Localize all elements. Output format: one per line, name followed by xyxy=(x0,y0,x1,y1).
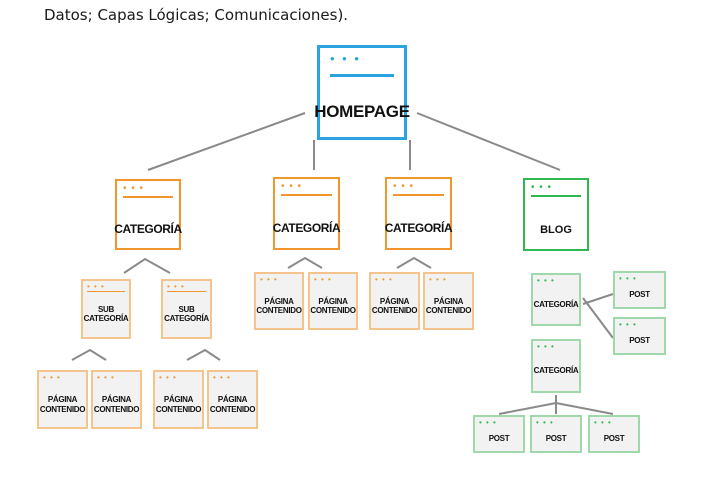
connector-cat1-subcats xyxy=(123,257,171,274)
node-label: CATEGORÍA xyxy=(533,366,579,376)
node-label: PÁGINA CONTENIDO xyxy=(209,395,256,414)
node-pagina-contenido: • • • PÁGINA CONTENIDO xyxy=(369,272,420,330)
node-label: BLOG xyxy=(540,224,572,237)
connector-cat3-pages xyxy=(396,256,432,269)
node-blog-categoria-1: • • • CATEGORÍA xyxy=(531,273,581,326)
connector-blogcat1-post2 xyxy=(582,297,614,339)
node-categoria-1: • • • CATEGORÍA xyxy=(114,179,182,250)
window-dots-icon: • • • xyxy=(393,181,415,192)
connector-blogcat2-post1 xyxy=(498,402,557,415)
window-dots-icon: • • • xyxy=(594,418,612,427)
node-pagina-contenido: • • • PÁGINA CONTENIDO xyxy=(423,272,474,330)
node-pagina-contenido: • • • PÁGINA CONTENIDO xyxy=(254,272,304,330)
connector-blogcat1-post1 xyxy=(582,293,614,305)
node-pagina-contenido: • • • PÁGINA CONTENIDO xyxy=(308,272,358,330)
node-label: POST xyxy=(629,336,650,346)
node-pagina-contenido: • • • PÁGINA CONTENIDO xyxy=(207,370,258,429)
node-categoria-2: • • • CATEGORÍA xyxy=(272,177,341,250)
node-label: POST xyxy=(545,434,567,444)
window-dots-icon: • • • xyxy=(213,373,231,382)
window-dots-icon: • • • xyxy=(260,275,278,284)
window-bar-icon xyxy=(330,74,394,77)
node-label: CATEGORÍA xyxy=(114,221,182,236)
window-bar-icon xyxy=(87,291,125,292)
window-dots-icon: • • • xyxy=(619,320,637,329)
connector-blogcat2-post3 xyxy=(555,402,614,415)
connector-home-cat1 xyxy=(147,112,306,171)
node-label: CATEGORÍA xyxy=(384,220,453,235)
node-blog-categoria-2: • • • CATEGORÍA xyxy=(531,339,581,393)
window-bar-icon xyxy=(167,291,206,292)
node-pagina-contenido: • • • PÁGINA CONTENIDO xyxy=(37,370,88,429)
node-label: PÁGINA CONTENIDO xyxy=(155,395,202,414)
node-subcategoria-2: • • • SUB CATEGORÍA xyxy=(161,279,212,339)
node-label: PÁGINA CONTENIDO xyxy=(93,395,140,414)
node-label: PÁGINA CONTENIDO xyxy=(310,296,356,315)
window-dots-icon: • • • xyxy=(281,181,303,192)
window-dots-icon: • • • xyxy=(43,373,61,382)
connector-subcat2-pages xyxy=(186,348,221,361)
window-dots-icon: • • • xyxy=(159,373,177,382)
window-dots-icon: • • • xyxy=(537,342,555,351)
window-dots-icon: • • • xyxy=(97,373,115,382)
window-dots-icon: • • • xyxy=(87,282,105,291)
node-label: POST xyxy=(488,434,510,444)
window-dots-icon: • • • xyxy=(167,282,185,291)
window-dots-icon: • • • xyxy=(429,275,447,284)
window-dots-icon: • • • xyxy=(330,51,361,66)
node-label: PÁGINA CONTENIDO xyxy=(256,296,302,315)
window-dots-icon: • • • xyxy=(479,418,497,427)
node-post: • • • POST xyxy=(613,271,666,309)
node-homepage: • • • HOMEPAGE xyxy=(314,45,410,140)
window-bar-icon xyxy=(393,194,444,196)
node-label: POST xyxy=(629,290,650,300)
node-label: CATEGORÍA xyxy=(272,220,341,235)
node-pagina-contenido: • • • PÁGINA CONTENIDO xyxy=(91,370,142,429)
window-dots-icon: • • • xyxy=(619,274,637,283)
window-bar-icon xyxy=(123,196,173,198)
node-subcategoria-1: • • • SUB CATEGORÍA xyxy=(81,279,131,339)
window-dots-icon: • • • xyxy=(536,418,554,427)
connector-cat2-pages xyxy=(287,256,323,269)
node-label: POST xyxy=(603,434,625,444)
node-label: PÁGINA CONTENIDO xyxy=(39,395,86,414)
node-label: CATEGORÍA xyxy=(533,299,579,309)
caption-text: Datos; Capas Lógicas; Comunicaciones). xyxy=(44,6,349,24)
connector-home-blog xyxy=(416,112,561,171)
node-blog: • • • BLOG xyxy=(523,178,589,251)
node-post: • • • POST xyxy=(588,415,640,453)
window-dots-icon: • • • xyxy=(123,183,145,194)
node-label: SUB CATEGORÍA xyxy=(164,304,209,323)
window-dots-icon: • • • xyxy=(375,275,393,284)
node-label: SUB CATEGORÍA xyxy=(83,304,129,323)
node-post: • • • POST xyxy=(473,415,525,453)
window-dots-icon: • • • xyxy=(531,182,553,193)
window-dots-icon: • • • xyxy=(314,275,332,284)
node-label: PÁGINA CONTENIDO xyxy=(425,296,472,315)
node-pagina-contenido: • • • PÁGINA CONTENIDO xyxy=(153,370,204,429)
node-post: • • • POST xyxy=(530,415,582,453)
node-categoria-3: • • • CATEGORÍA xyxy=(384,177,453,250)
node-post: • • • POST xyxy=(613,317,666,355)
node-label: HOMEPAGE xyxy=(314,101,410,121)
node-label: PÁGINA CONTENIDO xyxy=(371,296,418,315)
window-bar-icon xyxy=(531,195,581,197)
connector-subcat1-pages xyxy=(71,348,107,361)
window-dots-icon: • • • xyxy=(537,276,555,285)
window-bar-icon xyxy=(281,194,332,196)
